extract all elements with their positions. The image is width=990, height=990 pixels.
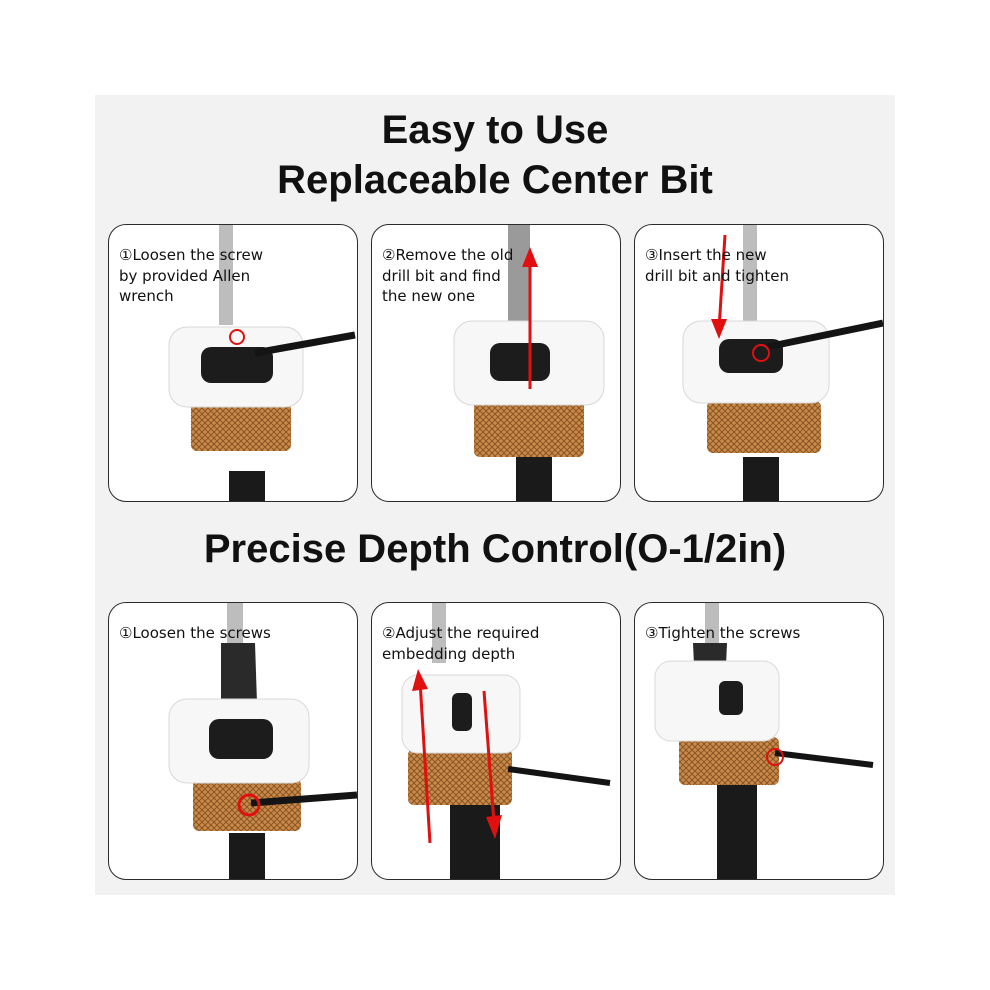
heading-easy-to-use: Easy to Use [381, 108, 609, 152]
step-caption: ③Tighten the screws [645, 624, 801, 642]
step-panel-insert-bit: ③Insert the new drill bit and tighten [634, 224, 884, 502]
countersink-photo [168, 603, 357, 879]
step-panel-tighten-screws: ③Tighten the screws [634, 602, 884, 880]
step-panel-remove-bit: ②Remove the old drill bit and find the n… [371, 224, 621, 502]
step-caption: ③Insert the new drill bit and tighten [645, 246, 789, 285]
countersink-photo [654, 603, 874, 879]
heading-replaceable-center-bit: Replaceable Center Bit [277, 158, 713, 202]
countersink-photo [453, 225, 605, 501]
step-panel-adjust-depth: ②Adjust the required embedding depth [371, 602, 621, 880]
step-panel-loosen-screw: ①Loosen the screw by provided Allen wren… [108, 224, 358, 502]
countersink-photo [168, 225, 356, 501]
step-caption: ②Adjust the required embedding depth [382, 624, 540, 663]
step-caption: ①Loosen the screw by provided Allen wren… [119, 246, 263, 305]
countersink-photo [401, 603, 611, 879]
countersink-photo [682, 225, 883, 501]
step-caption: ②Remove the old drill bit and find the n… [382, 246, 514, 305]
step-panel-loosen-screws: ①Loosen the screws [108, 602, 358, 880]
heading-precise-depth-control: Precise Depth Control(O-1/2in) [203, 527, 787, 571]
step-caption: ①Loosen the screws [119, 624, 271, 642]
